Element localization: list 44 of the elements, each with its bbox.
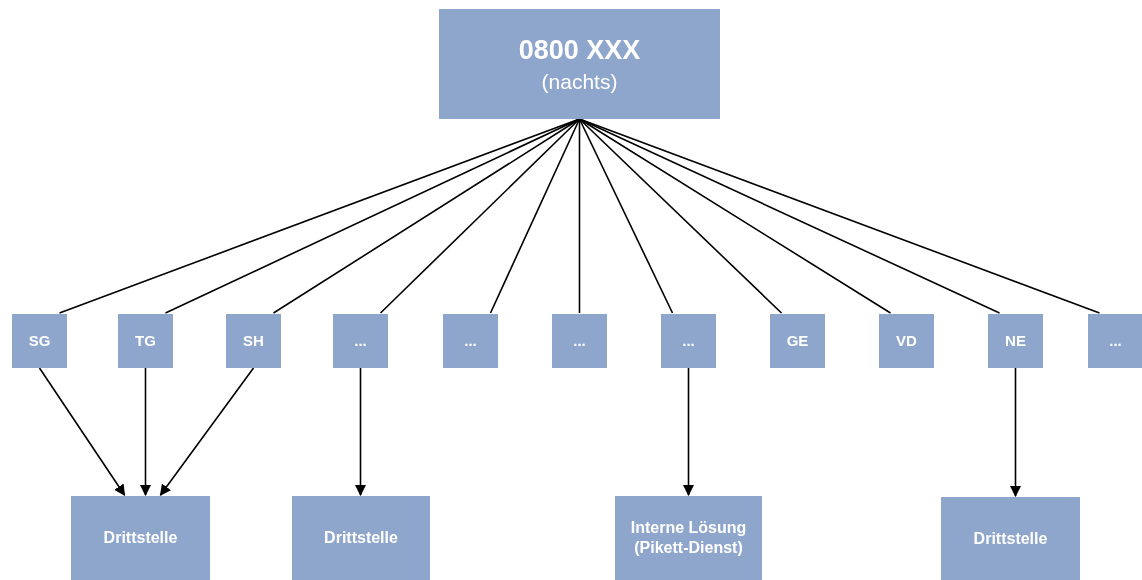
region-box (333, 314, 388, 368)
arrow (682, 367, 695, 497)
box-label: TG (135, 331, 156, 351)
region-box (443, 314, 498, 368)
connector-line (578, 118, 674, 314)
service-box (941, 497, 1080, 580)
region-box (226, 314, 281, 368)
connector-line (379, 118, 581, 314)
box-label: ... (464, 331, 477, 351)
arrow (38, 367, 126, 496)
box-label: VD (896, 331, 917, 351)
region-box (661, 314, 716, 368)
phone-number: 0800 XXX (518, 33, 641, 67)
region-box (1088, 314, 1142, 368)
box-label: Drittstelle (973, 528, 1048, 549)
box-label: ... (573, 331, 586, 351)
box-label: SG (28, 331, 51, 351)
region-box (770, 314, 825, 368)
region-box (879, 314, 934, 368)
region-box (552, 314, 607, 368)
arrow (139, 367, 152, 497)
region-box (118, 314, 173, 368)
box-label: ... (682, 331, 695, 351)
box-label: GE (786, 331, 809, 351)
arrow (159, 367, 255, 496)
arrow (354, 367, 367, 497)
service-box (292, 496, 430, 580)
box-label: ... (1109, 331, 1122, 351)
hotline-box (439, 9, 720, 119)
time-note: (nachts) (541, 68, 618, 95)
connector-line (578, 118, 581, 314)
region-box (988, 314, 1043, 368)
region-box (12, 314, 67, 368)
service-box (71, 496, 210, 580)
connector-line (489, 118, 581, 314)
box-label: SH (243, 331, 264, 351)
box-label: ... (354, 331, 367, 351)
service-box (615, 496, 762, 580)
connector-line (578, 118, 783, 314)
box-label: Drittstelle (324, 528, 398, 548)
box-label: NE (1005, 331, 1026, 351)
box-label: Drittstelle (103, 528, 178, 548)
box-label: Interne Lösung (Pikett-Dienst) (629, 518, 748, 558)
arrow (1009, 367, 1022, 498)
